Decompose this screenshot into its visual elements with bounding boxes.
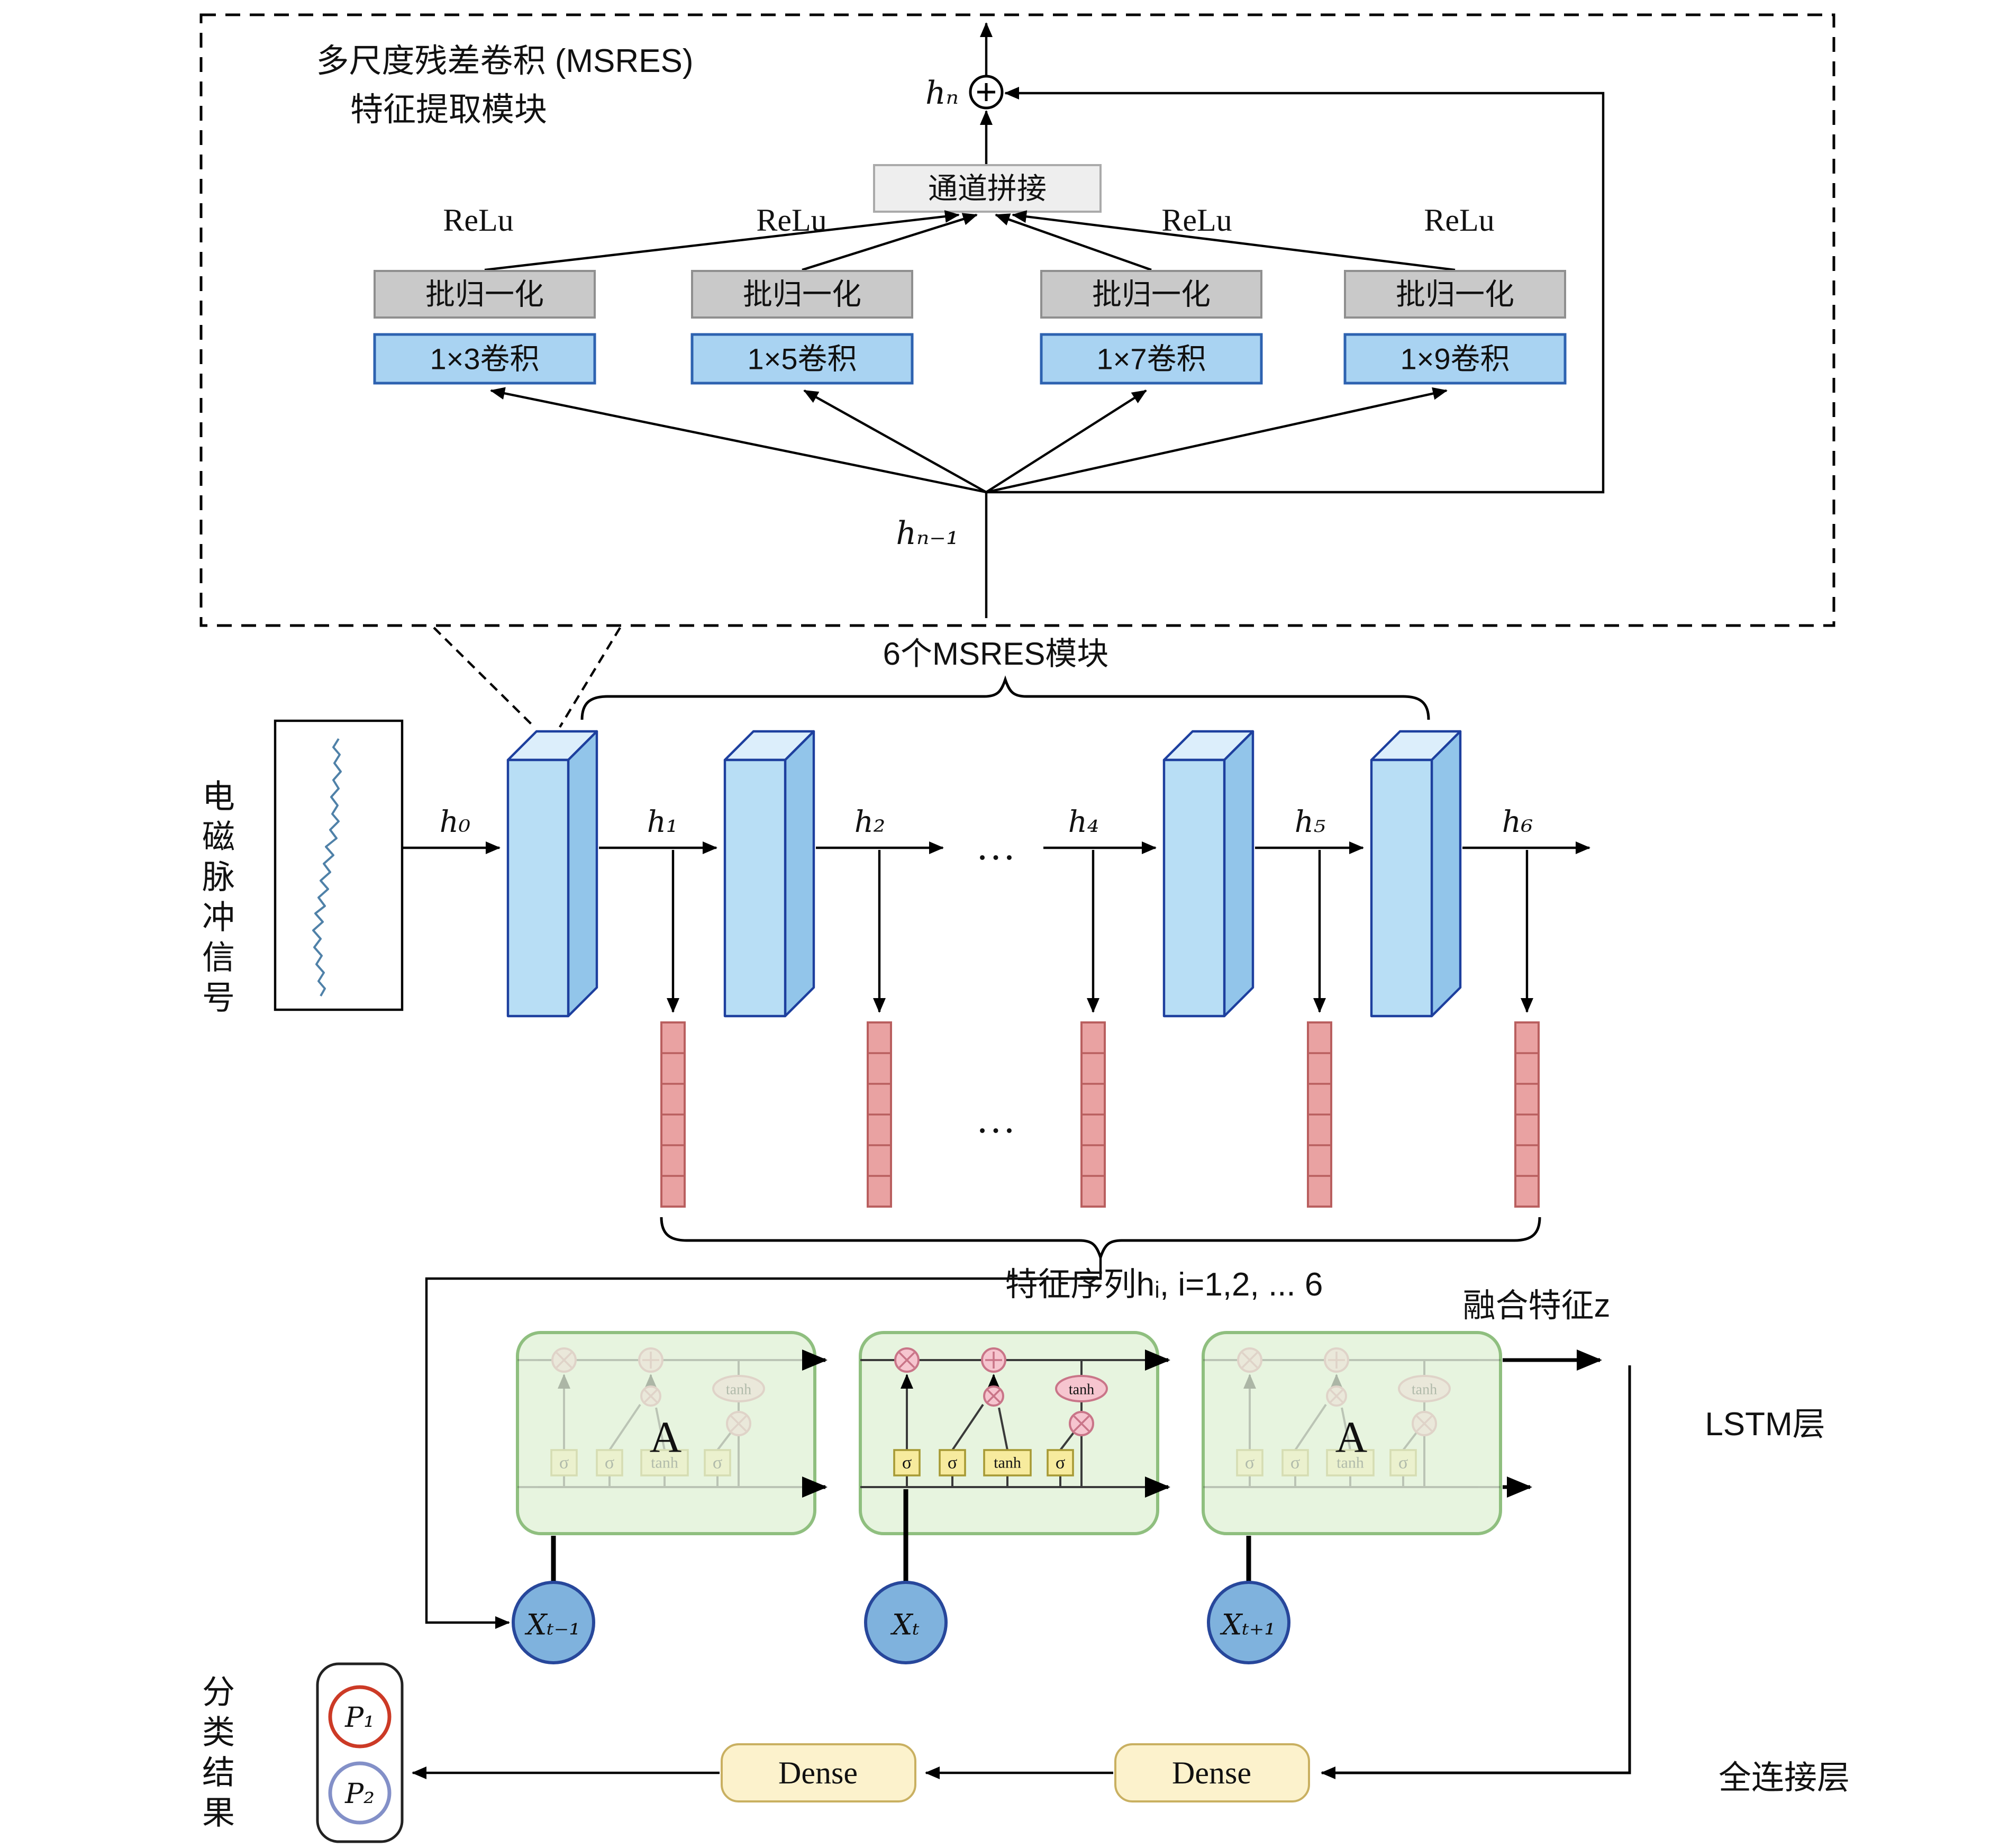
residual-connection [986,87,1605,494]
msres-block-6 [1370,730,1462,1018]
msres-block-2 [723,730,815,1018]
concat-box [873,164,1102,213]
x-input-label-3: Xₜ₊₁ [1220,1608,1276,1642]
bn-label-3: 批归一化 [1092,278,1211,311]
h5-label: h₅ [1295,805,1326,839]
concat-label: 通道拼接 [928,172,1047,205]
dense-box-1 [721,1743,916,1802]
signal-waveform [312,738,342,997]
h2-label: h₂ [854,805,886,839]
h6-label: h₆ [1502,805,1533,839]
feature-drop-arrows [667,850,1533,1013]
lstm-layer-label: LSTM层 [1705,1406,1825,1443]
conv-box-1x7 [1040,333,1263,385]
h4-label: h₄ [1068,805,1099,839]
h1-label: h₁ [647,805,678,839]
feature-bar-4 [1080,1021,1106,1208]
p2-label: P₂ [344,1778,375,1810]
bn-box-1 [374,270,596,319]
x-input-label-1: Xₜ₋₁ [524,1608,580,1642]
flow-ellipsis: … [976,824,1016,868]
dense-label-2: Dense [1172,1755,1251,1790]
lstm-cell-3-label: A [1335,1413,1368,1462]
bn-label-4: 批归一化 [1396,278,1514,311]
h0-label: h₀ [440,805,471,839]
conv-box-1x3 [373,333,596,385]
x-input-circle-3 [1207,1581,1290,1664]
module-expand-connectors [433,627,621,728]
p2-circle [328,1761,392,1825]
lstm-cell-1-label: A [650,1413,682,1462]
plus-icon [977,83,995,101]
relu-label-3: ReLu [1161,203,1232,238]
x-input-circle-2 [864,1581,948,1664]
brace-top [580,675,1430,720]
relu-label-1: ReLu [443,203,513,238]
msres-block-1 [506,730,598,1018]
result-vertical-label: 分类结果 [197,1674,234,1835]
relu-label-2: ReLu [756,203,826,238]
lstm-flow-arrows [802,1349,1602,1498]
feature-bar-1 [660,1021,686,1208]
dense-box-2 [1114,1743,1310,1802]
relu-label-4: ReLu [1424,203,1494,238]
hn1-label: hₙ₋₁ [896,515,959,552]
signal-vertical-label: 电磁脉冲信号 [197,779,234,1020]
msres-fan-arrows [490,387,1448,494]
sequence-to-lstm-connector [425,1257,1102,1629]
msres-title-line1: 多尺度残差卷积 (MSRES) [316,43,693,79]
conv-label-1x3: 1×3卷积 [430,342,540,376]
hn-label: hₙ [925,75,959,112]
conv-box-1x5 [690,333,914,385]
brace-bottom [660,1217,1541,1262]
msres-merge-arrows [484,210,1456,271]
bars-ellipsis: … [976,1097,1016,1142]
p1-circle [328,1685,392,1749]
feature-sequence-label: 特征序列hᵢ, i=1,2, ... 6 [1005,1266,1323,1303]
fc-connector [1321,1365,1631,1779]
bn-box-2 [691,270,913,319]
bn-box-4 [1344,270,1566,319]
p1-label: P₁ [344,1702,375,1734]
conv-label-1x7: 1×7卷积 [1097,342,1206,376]
bn-label-1: 批归一化 [425,278,544,311]
msres-block-5 [1162,730,1254,1018]
x-input-label-2: Xₜ [890,1608,920,1642]
bn-box-3 [1040,270,1262,319]
conv-label-1x9: 1×9卷积 [1401,342,1510,376]
conv-label-1x5: 1×5卷积 [748,342,857,376]
signal-box [274,719,404,1011]
feature-bar-2 [867,1021,892,1208]
feature-bar-6 [1514,1021,1540,1208]
fc-layer-label: 全连接层 [1719,1760,1850,1796]
fused-feature-label: 融合特征z [1462,1288,1610,1324]
feature-bar-5 [1307,1021,1332,1208]
bn-label-2: 批归一化 [743,278,861,311]
msres-count-label: 6个MSRES模块 [883,636,1109,672]
msres-title-line2: 特征提取模块 [350,92,547,128]
x-input-circle-1 [512,1581,595,1664]
conv-box-1x9 [1343,333,1567,385]
dense-label-1: Dense [778,1755,858,1790]
msres-module-dashed-box [199,13,1835,627]
